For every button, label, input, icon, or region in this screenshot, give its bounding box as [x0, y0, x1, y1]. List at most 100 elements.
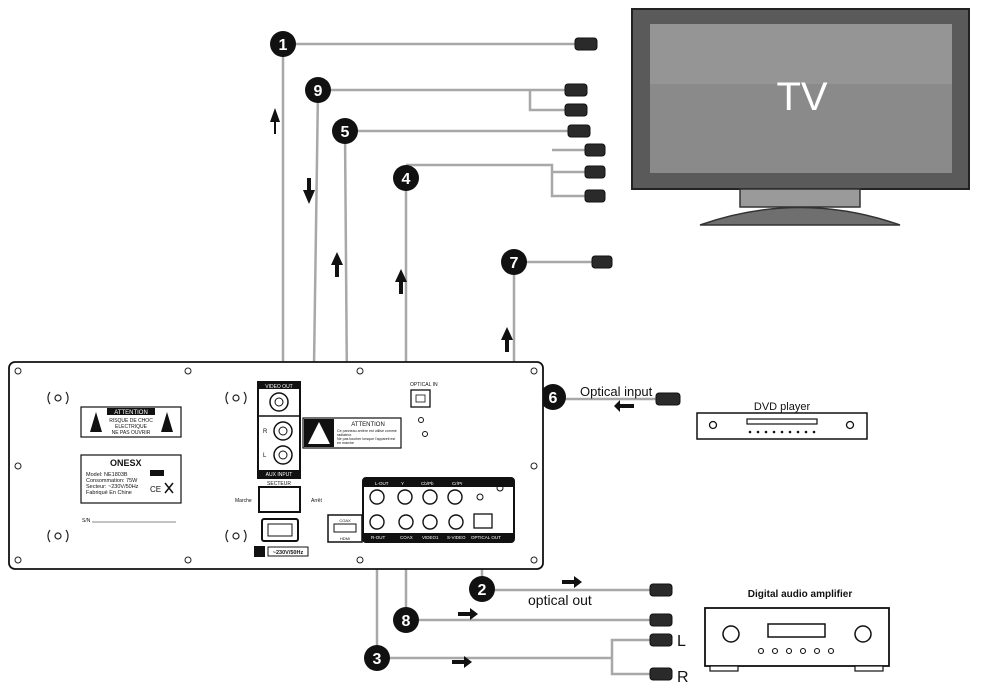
plug-9b	[564, 103, 588, 117]
svg-text:9: 9	[314, 83, 323, 100]
plug-3r	[649, 667, 673, 681]
svg-text:8: 8	[402, 613, 411, 630]
aux-r-jack	[273, 421, 293, 441]
svg-text:Model: NE1803B: Model: NE1803B	[86, 472, 128, 478]
svg-text:5: 5	[341, 124, 350, 141]
svg-text:Y: Y	[401, 481, 404, 486]
coax-jack	[398, 514, 414, 530]
plug-5	[567, 124, 591, 138]
arrow-up-icon	[501, 327, 513, 352]
plug-8	[649, 613, 673, 627]
arrow-right-icon	[562, 576, 582, 588]
svg-text:2: 2	[478, 582, 487, 599]
plug-4c	[584, 189, 606, 203]
callout-3: 3	[364, 645, 390, 671]
marche-label: Marche	[235, 498, 252, 504]
warning-label: ATTENTION RISQUE DE CHOC ELECTRIQUE NE P…	[80, 406, 182, 438]
plug-7	[591, 255, 613, 269]
cr-pr-jack	[447, 489, 463, 505]
video1-jack	[422, 514, 438, 530]
amplifier-display	[767, 623, 826, 638]
cable-4	[406, 148, 590, 198]
plug-4b	[584, 165, 606, 179]
callout-9: 9	[305, 77, 331, 103]
rear-panel: ATTENTION RISQUE DE CHOC ELECTRIQUE NE P…	[8, 361, 544, 570]
svg-text:OPTICAL OUT: OPTICAL OUT	[471, 535, 501, 540]
svg-text:R-OUT: R-OUT	[371, 535, 385, 540]
svg-text:3: 3	[373, 651, 382, 668]
svg-text:Consommation: 75W: Consommation: 75W	[86, 478, 138, 484]
svg-text:radiateur.: radiateur.	[337, 433, 352, 437]
heatsink-warning: ATTENTION Ce panneau arrière est utilisé…	[302, 417, 402, 449]
dvd-player: DVD player	[696, 401, 868, 440]
svg-text:Cb/Pb: Cb/Pb	[421, 481, 434, 486]
warning-triangle-icon	[90, 412, 102, 432]
svg-text:ATTENTION: ATTENTION	[114, 410, 148, 416]
svg-text:7: 7	[510, 255, 519, 272]
plug-4a	[584, 143, 606, 157]
aux-input-label: AUX INPUT	[266, 472, 293, 478]
dvd-player-label: DVD player	[754, 401, 811, 413]
ce-mark: CE	[150, 485, 161, 494]
plug-9a	[564, 83, 588, 97]
secteur-label: SECTEUR	[267, 481, 291, 487]
arrow-up-icon	[331, 252, 343, 277]
optical-in-port	[410, 389, 431, 408]
optical-out-label: optical out	[528, 592, 592, 608]
svg-text:Cr/Pr: Cr/Pr	[452, 481, 463, 486]
av-jacks-block: L-OUT Y Cb/Pb Cr/Pr R-OUT COAX VIDEO1 S-…	[362, 477, 515, 543]
callout-2: 2	[469, 576, 495, 602]
video-out-label: VIDEO OUT	[265, 384, 293, 390]
svg-text:L-OUT: L-OUT	[375, 481, 389, 486]
svg-text:ATTENTION: ATTENTION	[351, 422, 385, 428]
hdmi-port	[333, 523, 357, 533]
callout-6: 6	[540, 384, 566, 410]
plug-1	[574, 37, 598, 51]
arrow-down-icon	[303, 178, 315, 204]
svg-text:COAX: COAX	[400, 535, 413, 540]
brand-logo: ONESX	[110, 458, 142, 468]
power-switch-block: SECTEUR Marche Arrêt ~230V/50Hz	[235, 481, 322, 557]
aux-l-jack	[273, 445, 293, 465]
power-switch	[258, 486, 301, 513]
s-video-jack	[448, 514, 464, 530]
cable-9	[318, 88, 565, 112]
svg-text:en marche: en marche	[337, 441, 354, 445]
tv: TV	[631, 8, 970, 226]
callout-7: 7	[501, 249, 527, 275]
svg-text:6: 6	[549, 390, 558, 407]
arrow-right-icon	[458, 608, 478, 620]
video-out-jack	[269, 392, 289, 412]
arrow-right-icon	[452, 656, 472, 668]
arrow-left-icon	[614, 400, 634, 412]
callout-5: 5	[332, 118, 358, 144]
optical-in-label: OPTICAL IN	[410, 382, 438, 388]
tv-label: TV	[776, 75, 827, 119]
plug-2	[649, 583, 673, 597]
volume-knob-icon	[722, 625, 740, 643]
amplifier-label: Digital audio amplifier	[748, 589, 853, 600]
arrow-up-icon	[395, 269, 407, 294]
audio-amplifier: Digital audio amplifier	[704, 589, 890, 672]
svg-text:Fabriqué En Chine: Fabriqué En Chine	[86, 490, 132, 496]
direction-arrows	[270, 108, 634, 668]
svg-text:4: 4	[402, 171, 411, 188]
callouts: 1 9 5 4 7 6 2 8 3	[270, 31, 566, 671]
optical-in-block: OPTICAL IN	[410, 382, 438, 437]
svg-text:Secteur: ~230V/50Hz: Secteur: ~230V/50Hz	[86, 484, 139, 490]
cb-pb-jack	[422, 489, 438, 505]
optical-out-port	[473, 513, 493, 529]
cable-3	[375, 500, 650, 676]
y-jack	[397, 489, 413, 505]
plug-3l	[649, 633, 673, 647]
svg-text:1: 1	[279, 37, 288, 54]
svg-text:R: R	[263, 429, 268, 435]
video-aux-block: VIDEO OUT R L AUX INPUT	[257, 381, 301, 479]
optical-input-label: Optical input	[580, 384, 653, 399]
warning-triangle-icon	[161, 412, 173, 432]
svg-text:ELECTRIQUE: ELECTRIQUE	[115, 424, 148, 430]
callout-1: 1	[270, 31, 296, 57]
svg-text:COAX: COAX	[339, 518, 351, 523]
svg-text:VIDEO1: VIDEO1	[422, 535, 439, 540]
